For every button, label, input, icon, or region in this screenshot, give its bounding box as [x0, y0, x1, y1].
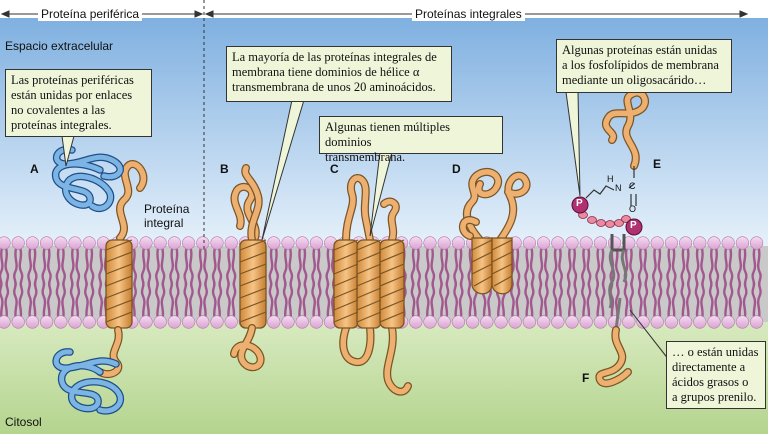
phosphate-label-2: P [630, 220, 637, 231]
peripheral-protein-top [52, 145, 124, 213]
label-integral-protein: Proteína integral [144, 202, 190, 230]
letter-b: B [220, 162, 229, 176]
peripheral-protein-bottom [52, 348, 124, 415]
letter-a: A [30, 162, 39, 176]
nitrogen-label: N [615, 183, 622, 193]
letter-c: C [330, 162, 339, 176]
header-integral: Proteínas integrales [412, 7, 525, 21]
oxygen-label: O [629, 204, 637, 214]
protein-f [595, 297, 632, 388]
letter-d: D [452, 162, 461, 176]
callout-gpi-anchor: Algunas proteínas están unidas a los fos… [556, 39, 732, 93]
protein-d [458, 167, 531, 295]
callout-peripheral: Las proteínas periféricas están unidas p… [5, 69, 152, 137]
callout-pointers [61, 91, 673, 365]
letter-e: E [653, 157, 662, 171]
callout-single-pass: La mayoría de las proteínas integrales d… [226, 46, 452, 102]
protein-e [571, 88, 650, 309]
protein-b [230, 164, 267, 372]
phosphate-label-1: P [576, 198, 583, 209]
carbon-label: C [629, 181, 636, 191]
label-extracellular: Espacio extracelular [5, 39, 114, 53]
protein-c [333, 174, 412, 396]
callout-lipid-anchor: … o están unidas directamente a ácidos g… [666, 341, 766, 409]
label-cytosol: Citosol [5, 415, 42, 429]
header-peripheral: Proteína periférica [38, 7, 143, 21]
oligosaccharide-chain [578, 211, 631, 228]
hydrogen-label: H [607, 174, 614, 184]
callout-multi-pass: Algunas tienen múltiples dominios transm… [319, 116, 503, 164]
letter-f: F [582, 371, 590, 385]
